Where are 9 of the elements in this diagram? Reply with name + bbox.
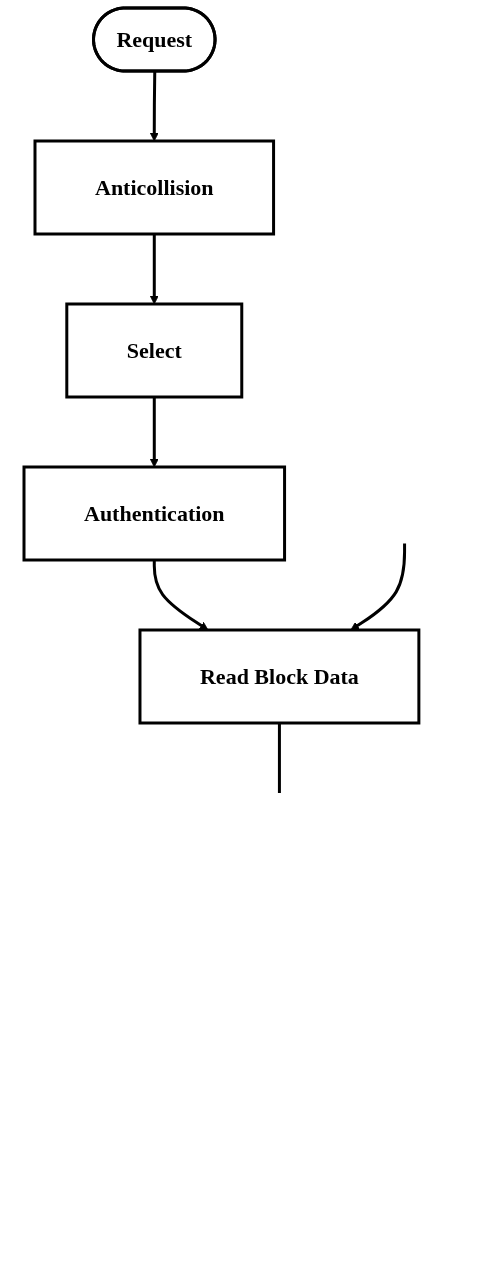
arrow [150,71,159,142]
arrow [150,397,159,468]
node-box: Authentication [22,465,287,562]
node-box: Read Block Data [138,628,421,725]
arrow [153,560,209,631]
node-box: Anticollision [33,139,276,236]
arrow [150,234,159,305]
arrow [350,543,407,631]
node-box: Select [65,302,244,399]
